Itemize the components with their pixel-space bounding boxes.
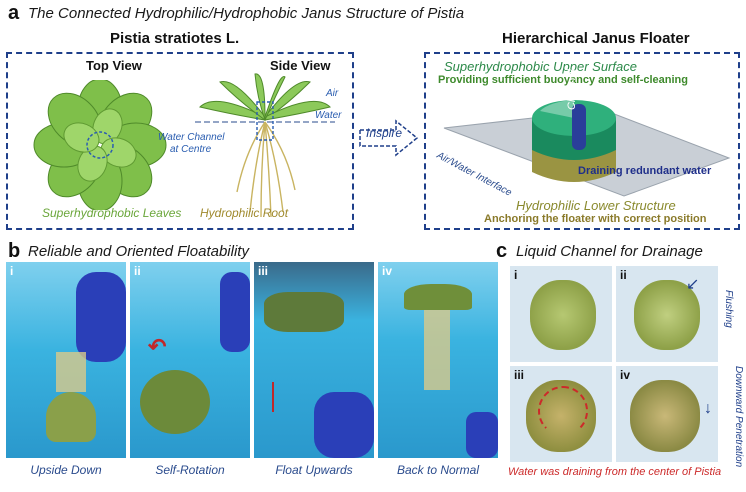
photo-b-i-number: i (10, 264, 14, 278)
caption-float-upwards: Float Upwards (275, 463, 353, 477)
plant-shape (630, 380, 700, 452)
photo-c-iii-number: iii (514, 368, 525, 382)
flushing-arrow-icon: ↙ (686, 276, 700, 293)
panel-a-title: The Connected Hydrophilic/Hydrophobic Ja… (28, 5, 465, 22)
floater-heading: Hierarchical Janus Floater (502, 30, 690, 47)
photo-b-iv-number: iv (382, 264, 393, 278)
glove-shape (220, 272, 250, 352)
glove-shape (314, 392, 374, 458)
panel-c-title: Liquid Channel for Drainage (516, 243, 703, 260)
water-channel-note-line2: at Centre (170, 144, 212, 155)
panel-b-title: Reliable and Oriented Floatability (28, 243, 249, 260)
lower-structure-desc: Anchoring the floater with correct posit… (484, 213, 707, 225)
photo-c-i: i (510, 266, 612, 362)
flushing-label: Flushing (723, 290, 734, 328)
photo-float-upwards: iii (254, 262, 374, 458)
hydrophilic-root-label: Hydrophilic Root (200, 206, 289, 220)
photo-b-ii-number: ii (134, 264, 141, 278)
air-label: Air (326, 88, 339, 99)
pistia-side-view-illustration (195, 73, 335, 218)
top-view-label: Top View (86, 58, 142, 73)
plant-shape (264, 292, 344, 332)
photo-back-to-normal: iv (378, 262, 498, 458)
root-shape (424, 310, 450, 390)
plant-shape (140, 370, 210, 434)
panel-c-footer: Water was draining from the center of Pi… (508, 466, 722, 478)
downward-penetration-label: Downward Penetration (733, 366, 744, 468)
photo-c-iv-number: iv (620, 368, 631, 382)
glove-shape (76, 272, 126, 362)
panel-b-letter: b (8, 240, 21, 262)
rotation-arrow-icon: ↶ (148, 334, 167, 359)
pistia-top-view-illustration (33, 80, 167, 210)
side-view-label: Side View (270, 58, 331, 73)
pistia-heading: Pistia stratiotes L. (110, 30, 240, 47)
panel-c-letter: c (496, 240, 508, 262)
photo-c-iii: iii (510, 366, 612, 462)
inspire-arrow (359, 119, 419, 157)
inspire-label: Inspire (366, 126, 403, 140)
glove-shape (466, 412, 498, 458)
plant-shape (530, 280, 596, 350)
plant-shape (634, 280, 700, 350)
photo-upside-down: i (6, 262, 126, 458)
caption-self-rotation: Self-Rotation (155, 463, 225, 477)
superhydrophobic-leaves-label: Superhydrophobic Leaves (42, 206, 182, 220)
lower-structure-title: Hydrophilic Lower Structure (516, 198, 676, 213)
photo-c-ii: ii ↙ (616, 266, 718, 362)
photo-self-rotation: ii ↶ (130, 262, 250, 458)
photo-b-iii-number: iii (258, 264, 269, 278)
photo-c-ii-number: ii (620, 268, 627, 282)
plant-shape (46, 392, 96, 442)
water-label: Water (315, 110, 342, 121)
channel-label: Channel (566, 69, 578, 110)
floater-box (424, 52, 740, 230)
pistia-box (6, 52, 354, 230)
plant-shape (404, 284, 472, 310)
panel-a-letter: a (8, 2, 20, 24)
upper-surface-title: Superhydrophobic Upper Surface (444, 59, 637, 74)
photo-c-iv: iv ↓ (616, 366, 718, 462)
caption-back-to-normal: Back to Normal (396, 463, 480, 477)
draining-label: Draining redundant water (578, 165, 712, 177)
janus-floater-illustration (443, 100, 731, 197)
downward-arrow-icon: ↓ (704, 400, 712, 417)
upper-surface-desc: Providing sufficient buoyancy and self-c… (438, 74, 688, 86)
drain-center-indicator (538, 386, 588, 436)
caption-upside-down: Upside Down (30, 463, 102, 477)
float-up-arrow-icon (272, 382, 274, 412)
photo-c-i-number: i (514, 268, 518, 282)
water-channel-note-line1: Water Channel (158, 132, 225, 143)
root-shape (56, 352, 86, 392)
